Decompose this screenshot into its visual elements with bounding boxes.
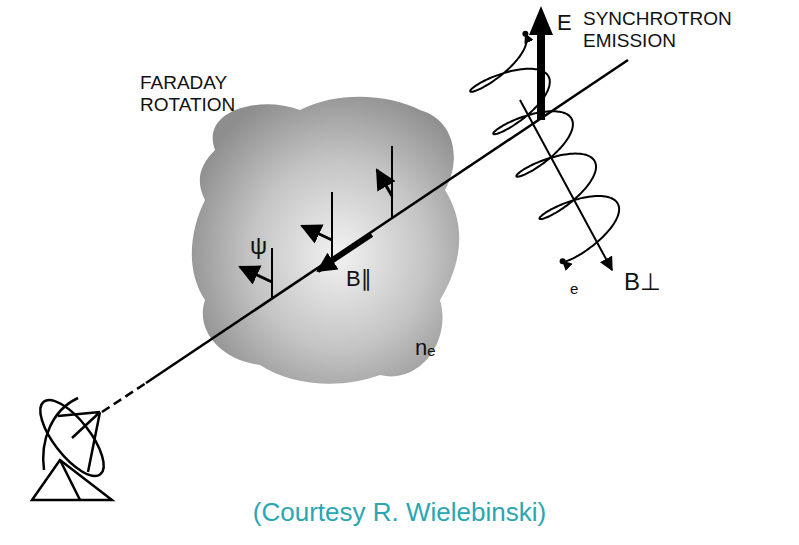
electron-label: e: [570, 280, 578, 297]
angle-label: ψ: [250, 232, 267, 260]
line-of-sight-dashed: [102, 383, 146, 412]
radio-telescope: [29, 391, 114, 500]
plasma-cloud: [192, 97, 459, 384]
electron-dot: [560, 258, 566, 264]
process-title: FARADAY ROTATION: [140, 72, 275, 116]
field-label: B∥: [346, 266, 372, 291]
helix-path: [470, 34, 619, 262]
polarization-vectors: [240, 146, 392, 298]
caption: (Courtesy R. Wielebinski): [0, 497, 799, 528]
field-label: B⊥: [624, 268, 661, 296]
density-label: nₑ: [415, 335, 435, 360]
electron-helix: [470, 31, 619, 264]
electron-dot: [522, 31, 528, 37]
process-title: SYNCHROTRON EMISSION: [583, 8, 733, 52]
b-parallel-arrow: [318, 235, 372, 271]
e-field-arrow: [529, 6, 553, 120]
b-perp-arrow: [520, 100, 612, 270]
field-label: E: [557, 10, 572, 35]
